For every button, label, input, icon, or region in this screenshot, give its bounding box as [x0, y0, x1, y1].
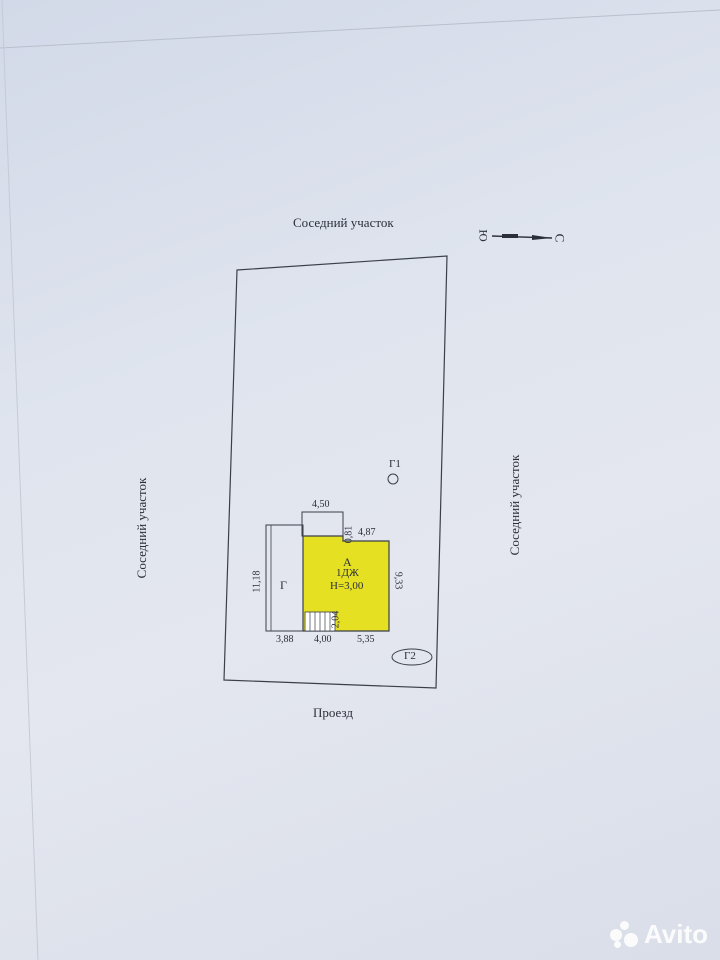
- road-label: Проезд: [313, 705, 353, 720]
- outbuilding-label: Г2: [404, 650, 416, 662]
- building-type: 1ДЖ: [336, 567, 359, 579]
- avito-watermark: Avito: [609, 919, 708, 950]
- neighbor-left-label: Соседний участок: [134, 477, 149, 579]
- sheet-edge-line: [0, 9, 720, 49]
- compass-north-letter: С: [552, 233, 568, 243]
- porch: [301, 511, 344, 537]
- dim-house-top: 4,87: [358, 527, 376, 538]
- dim-top-porch: 4,50: [312, 499, 330, 510]
- plot-boundary: [223, 255, 448, 689]
- dim-annex-side: 11,18: [251, 570, 263, 593]
- avito-text: Avito: [643, 919, 708, 949]
- north-arrow: [491, 234, 553, 240]
- dim-bottom-left: 3,88: [276, 634, 294, 645]
- annex-label: Г: [280, 578, 287, 592]
- avito-logo-icon: [609, 920, 638, 949]
- neighbor-right-label: Соседний участок: [507, 454, 522, 556]
- dim-house-right: 9,33: [392, 571, 404, 590]
- sheet-fold-line: [1, 0, 39, 960]
- neighbor-top-label: Соседний участок: [293, 215, 394, 230]
- dim-bottom-right: 5,35: [357, 634, 375, 645]
- building-letter: А: [343, 555, 352, 569]
- well-label: Г1: [389, 458, 401, 470]
- dim-bottom-mid: 4,00: [314, 634, 332, 645]
- dim-step-depth: 2,04: [330, 610, 342, 629]
- well-g1: [387, 473, 399, 485]
- compass-south-letter: Ю: [476, 229, 491, 242]
- dim-porch-depth: 0,81: [343, 525, 355, 544]
- building-height: Н=3,00: [330, 580, 364, 592]
- house-a: [302, 535, 390, 632]
- outbuilding-g2: [391, 648, 433, 666]
